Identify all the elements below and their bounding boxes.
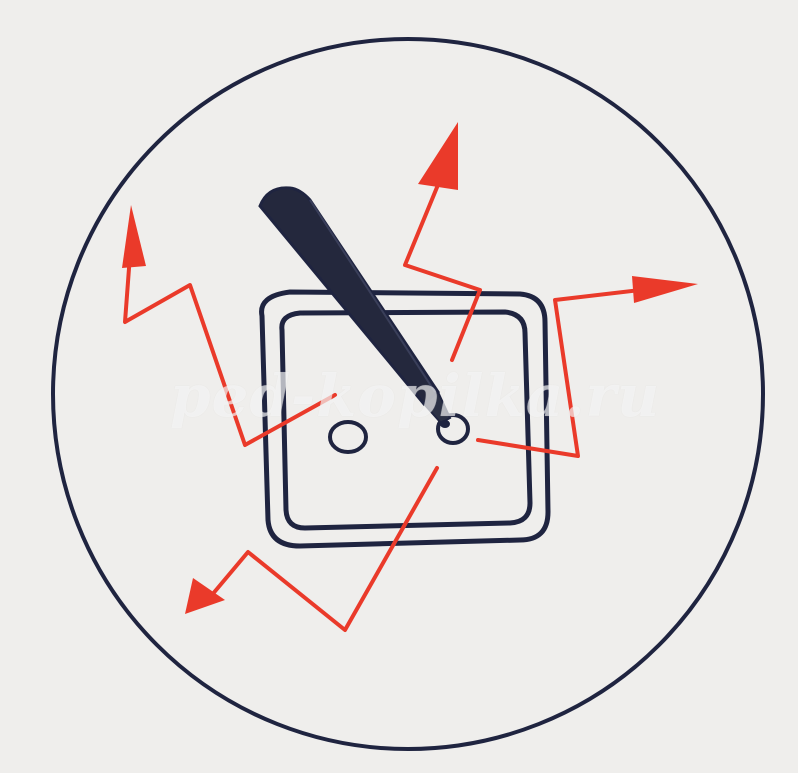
red-lightning-arrow-icon xyxy=(206,468,437,630)
arrowhead-left-up xyxy=(122,205,146,268)
tv-knob-left-icon xyxy=(330,422,366,452)
circle-frame-icon xyxy=(53,39,763,749)
arrowhead-bottom-left xyxy=(185,578,225,614)
arrowhead-right xyxy=(632,276,698,303)
tv-outer-frame xyxy=(262,292,548,546)
arrowhead-top xyxy=(418,122,458,190)
red-lightning-arrow-icon xyxy=(405,180,480,360)
red-lightning-arrow-icon xyxy=(125,255,335,445)
red-lightning-arrow-icon xyxy=(478,290,640,456)
